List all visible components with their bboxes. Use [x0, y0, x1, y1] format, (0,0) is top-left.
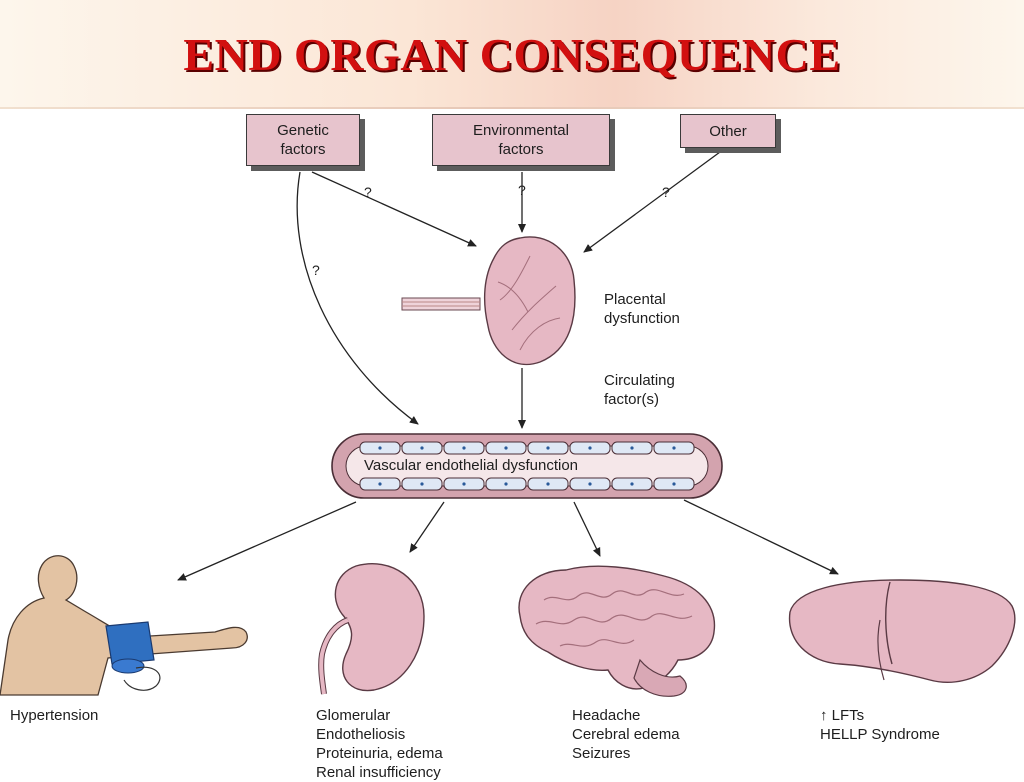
cell-nucleus — [462, 446, 466, 450]
question-mark-genetic-direct: ? — [312, 262, 320, 278]
genetic-factors-box: Genetic factors — [246, 114, 360, 166]
arrow-to-kidney — [409, 501, 445, 553]
banner-divider — [0, 107, 1024, 109]
liver-illustration — [788, 579, 1016, 683]
arrow-genetic-to-vessel — [296, 171, 419, 425]
genetic-line-1: Genetic — [277, 122, 329, 139]
question-mark-other: ? — [662, 184, 670, 200]
slide-title: END ORGAN CONSEQUENCE — [183, 29, 841, 80]
cell-nucleus — [588, 482, 592, 486]
cell-nucleus — [378, 446, 382, 450]
cell-nucleus — [630, 446, 634, 450]
environmental-line-1: Environmental — [473, 122, 569, 139]
cell-nucleus — [504, 482, 508, 486]
placenta-illustration — [401, 236, 576, 366]
brain-illustration — [518, 565, 716, 697]
environmental-factors-box: Environmental factors — [432, 114, 610, 166]
question-mark-genetic: ? — [364, 184, 372, 200]
arrow-genetic-to-placenta — [311, 171, 477, 247]
arrow-to-liver — [683, 499, 839, 575]
hypertension-label: Hypertension — [10, 707, 99, 724]
question-mark-environmental: ? — [518, 182, 526, 198]
cell-nucleus — [420, 446, 424, 450]
vessel-label: Vascular endothelial dysfunction — [364, 457, 579, 474]
cell-nucleus — [462, 482, 466, 486]
cell-nucleus — [546, 482, 550, 486]
cell-nucleus — [504, 446, 508, 450]
cell-nucleus — [672, 446, 676, 450]
blood-vessel-illustration — [331, 433, 723, 499]
cell-nucleus — [630, 482, 634, 486]
cell-nucleus — [378, 482, 382, 486]
other-box: Other — [680, 114, 776, 148]
arrow-to-brain — [573, 501, 601, 557]
kidney-outcomes-label: Glomerular Endotheliosis Proteinuria, ed… — [316, 707, 443, 781]
cell-nucleus — [420, 482, 424, 486]
cell-nucleus — [588, 446, 592, 450]
cell-nucleus — [672, 482, 676, 486]
environmental-line-2: factors — [498, 141, 544, 158]
liver-outcomes-label: ↑ LFTs HELLP Syndrome — [820, 707, 940, 743]
patient-bp-illustration — [0, 555, 248, 696]
arrow-other-to-placenta — [583, 151, 721, 253]
kidney-illustration — [318, 563, 425, 695]
arrow-to-hypertension — [177, 501, 357, 581]
brain-outcomes-label: Headache Cerebral edema Seizures — [572, 707, 680, 762]
cell-nucleus — [546, 446, 550, 450]
other-label: Other — [709, 122, 747, 140]
genetic-line-2: factors — [280, 141, 326, 158]
title-banner — [0, 0, 1024, 108]
